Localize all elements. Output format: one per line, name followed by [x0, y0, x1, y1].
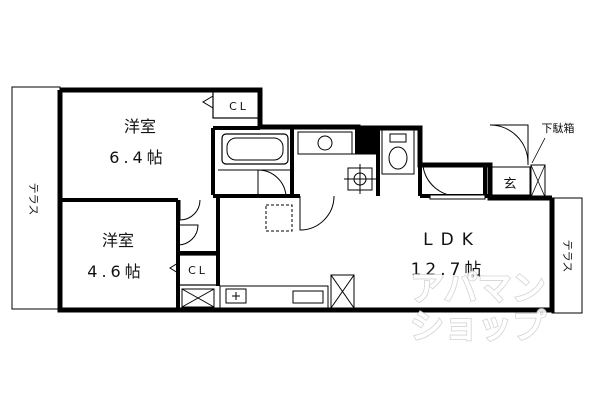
shoe-box-label: 下駄箱 — [542, 121, 575, 135]
structural-column — [355, 128, 378, 154]
storage-boxes — [181, 274, 355, 309]
room-western-2-name: 洋室 — [102, 231, 134, 250]
room-western-2: 洋室 4.6帖 — [87, 231, 144, 281]
kitchen-counter — [219, 285, 329, 309]
closet-bottom: CL — [169, 254, 219, 286]
shoe-box: 下駄箱 — [530, 121, 575, 198]
washbasin — [297, 131, 378, 155]
terrace-right: テラス — [551, 197, 583, 314]
windows — [57, 125, 555, 290]
room-western-1-name: 洋室 — [124, 117, 156, 136]
washing-machine-space — [344, 164, 376, 194]
toilet — [381, 129, 415, 175]
entrance: 玄 — [489, 166, 531, 196]
closet-top-label: CL — [229, 100, 249, 113]
closet-top: CL — [202, 89, 261, 119]
room-ldk: LDK 12.7帖 — [411, 230, 486, 280]
room-ldk-size: 12.7帖 — [411, 260, 486, 280]
refrigerator-space — [265, 204, 293, 232]
svg-text:ショップ: ショップ — [410, 307, 546, 347]
room-ldk-name: LDK — [423, 230, 481, 250]
svg-text:アパマン: アパマン — [410, 269, 545, 309]
closet-bottom-label: CL — [188, 264, 208, 277]
bathtub — [218, 133, 292, 171]
doors — [177, 124, 529, 246]
room-western-1: 洋室 6.4帖 — [109, 117, 166, 167]
room-western-2-size: 4.6帖 — [87, 262, 144, 281]
terrace-left: テラス — [11, 86, 61, 310]
terrace-right-label: テラス — [561, 240, 574, 273]
watermark-logo: アパマン ショップ — [409, 268, 547, 348]
entrance-label: 玄 — [503, 177, 516, 192]
terrace-left-label: テラス — [27, 183, 40, 216]
room-western-1-size: 6.4帖 — [109, 148, 166, 167]
